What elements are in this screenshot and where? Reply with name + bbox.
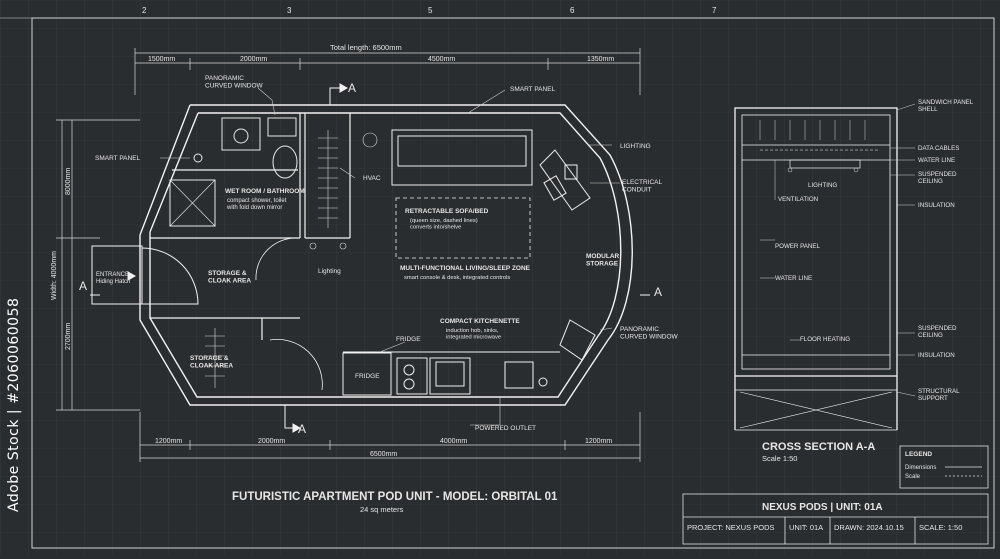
- fridge-top-label: FRIDGE: [396, 336, 421, 343]
- legend-title: LEGEND: [905, 451, 932, 458]
- grid-number: 7: [712, 6, 717, 15]
- fridge-box-label: FRIDGE: [355, 373, 380, 380]
- dim-label: 2000mm: [240, 56, 267, 63]
- section-side-label: INSULATION: [918, 352, 955, 359]
- legend-row: Dimensions: [905, 465, 936, 471]
- floor-plan: Total length: 6500mm 1500mm 2000mm 4500m…: [51, 43, 679, 514]
- smart-console: [539, 149, 596, 361]
- section-side-label: WATER LINE: [918, 157, 955, 164]
- living-zone-label: MULTI-FUNCTIONAL LIVING/SLEEP ZONE: [400, 265, 531, 272]
- title-block-unit: UNIT: 01A: [789, 523, 823, 532]
- drawing-title: FUTURISTIC APARTMENT POD UNIT - MODEL: O…: [232, 491, 558, 503]
- kitchenette-desc: induction hob, sinks,integrated microwav…: [446, 328, 501, 341]
- legend: LEGEND Dimensions Scale: [899, 445, 989, 489]
- dim-label: 1200mm: [155, 438, 182, 445]
- kitchenette: [342, 351, 560, 396]
- section-mark: A: [654, 285, 662, 299]
- lighting-center-label: Lighting: [318, 268, 341, 275]
- section-inner-label: FLOOR HEATING: [800, 336, 850, 343]
- section-mark: A: [298, 422, 306, 436]
- kitchenette-label: COMPACT KITCHENETTE: [440, 318, 520, 325]
- section-side-label: INSULATION: [918, 202, 955, 209]
- section-mark: A: [348, 81, 356, 95]
- section-marks: [90, 83, 650, 433]
- legend-row: Scale: [905, 474, 921, 480]
- retractable-sofa: [391, 129, 533, 259]
- storage-upper-label: STORAGE &CLOAK AREA: [208, 270, 251, 284]
- section-inner-label: WATER LINE: [775, 275, 812, 282]
- dim-label: 1200mm: [585, 438, 612, 445]
- dim-label: 4000mm: [440, 438, 467, 445]
- closet: [205, 130, 378, 388]
- dim-label: 2700mm: [65, 323, 72, 350]
- dim-label: 4500mm: [428, 56, 455, 63]
- stock-watermark: Adobe Stock | #2060060058: [6, 298, 22, 512]
- entrance: [91, 245, 199, 305]
- living-zone-desc: smart console & desk, integrated control…: [404, 275, 510, 281]
- title-block-scale: SCALE: 1:50: [919, 523, 962, 532]
- dim-label: 1500mm: [148, 56, 175, 63]
- section-mark: A: [79, 279, 87, 293]
- leader-lines: [160, 87, 620, 426]
- grid-number: 2: [142, 6, 147, 15]
- entrance-label: ENTRANCE Hiding Hatch: [96, 272, 131, 285]
- left-dimensions: [56, 119, 140, 411]
- dim-label: 6500mm: [370, 451, 397, 458]
- grid-number: 6: [570, 6, 575, 15]
- bathroom-fixtures: [169, 117, 298, 227]
- lighting-right-label: LIGHTING: [620, 143, 651, 150]
- grid-number: 3: [287, 6, 292, 15]
- grid-number: 5: [428, 6, 433, 15]
- drawing-subtitle: 24 sq meters: [360, 505, 404, 514]
- dim-label: 2000mm: [258, 438, 285, 445]
- hvac-label: HVAC: [363, 175, 381, 182]
- dim-label: 1350mm: [587, 56, 614, 63]
- wet-room-label: WET ROOM / BATHROOM: [225, 188, 305, 195]
- section-scale: Scale 1:50: [762, 454, 797, 463]
- title-block-drawn: DRAWN: 2024.10.15: [834, 523, 904, 532]
- power-outlet-label: POWERED OUTLET: [475, 425, 536, 432]
- section-inner-label: POWER PANEL: [775, 243, 820, 250]
- total-length-label: Total length: 6500mm: [330, 43, 402, 52]
- bottom-dimensions: [139, 412, 641, 462]
- title-block-company: NEXUS PODS | UNIT: 01A: [762, 502, 883, 513]
- smart-panel-left-label: SMART PANEL: [95, 155, 141, 162]
- section-side-label: DATA CABLES: [918, 145, 959, 152]
- grid-reference-numbers: 2 3 5 6 7: [142, 6, 717, 15]
- top-dimensions: [134, 48, 641, 95]
- section-inner-label: LIGHTING: [808, 182, 837, 189]
- title-block-project: PROJECT: NEXUS PODS: [687, 523, 775, 532]
- dim-label: 8000mm: [65, 168, 72, 195]
- sofa-desc: (queen size, dashed lines)converts into/…: [410, 218, 478, 231]
- pod-walls: [139, 104, 633, 406]
- section-inner-label: VENTILATION: [778, 196, 818, 203]
- storage-lower-label: STORAGE &CLOAK AREA: [190, 355, 233, 369]
- smart-panel-top-label: SMART PANEL: [510, 86, 556, 93]
- dim-label: Width: 4000mm: [51, 251, 58, 300]
- drawing-frame: [0, 17, 995, 549]
- sofa-label: RETRACTABLE SOFA/BED: [405, 208, 489, 215]
- title-block: [682, 493, 989, 545]
- section-title: CROSS SECTION A-A: [762, 441, 875, 453]
- cross-section: LIGHTING VENTILATION POWER PANEL WATER L…: [734, 99, 974, 463]
- interior-walls: [150, 113, 351, 391]
